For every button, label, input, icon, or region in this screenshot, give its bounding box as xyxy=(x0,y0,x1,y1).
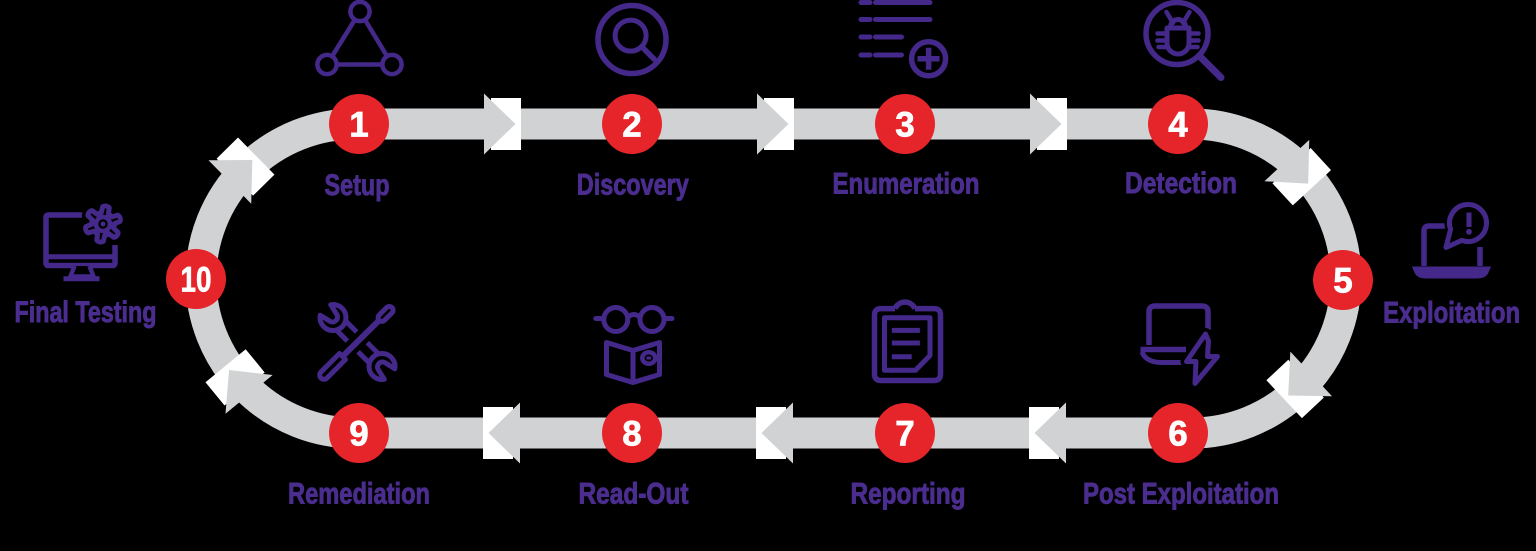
svg-text:Detection: Detection xyxy=(1125,167,1237,200)
svg-text:10: 10 xyxy=(181,261,212,300)
svg-text:7: 7 xyxy=(895,415,914,454)
svg-text:Setup: Setup xyxy=(325,169,390,202)
svg-text:Enumeration: Enumeration xyxy=(833,168,980,201)
svg-text:Exploitation: Exploitation xyxy=(1383,296,1520,329)
svg-text:Remediation: Remediation xyxy=(288,478,430,511)
svg-text:6: 6 xyxy=(1168,415,1187,454)
svg-text:Discovery: Discovery xyxy=(577,169,689,202)
svg-text:9: 9 xyxy=(349,415,368,454)
svg-text:5: 5 xyxy=(1333,262,1352,301)
svg-text:Reporting: Reporting xyxy=(851,478,966,511)
svg-text:Post Exploitation: Post Exploitation xyxy=(1083,478,1279,511)
svg-text:Final Testing: Final Testing xyxy=(15,296,157,329)
svg-text:3: 3 xyxy=(895,106,914,145)
svg-text:2: 2 xyxy=(622,106,641,145)
svg-text:8: 8 xyxy=(622,415,641,454)
svg-text:4: 4 xyxy=(1168,106,1188,145)
svg-text:1: 1 xyxy=(349,106,368,145)
svg-text:Read-Out: Read-Out xyxy=(579,478,689,511)
